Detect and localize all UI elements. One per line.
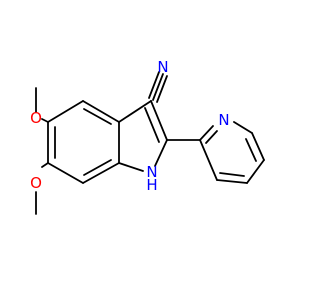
bond-c3a-c4 xyxy=(82,100,120,123)
bond-c7a-n1 xyxy=(118,162,144,172)
atom-nitrile-n: N xyxy=(157,58,168,76)
bond-c6-o xyxy=(41,162,49,168)
bond-c5-o xyxy=(41,118,49,123)
bond-pyr-n-c6 xyxy=(233,121,253,134)
bond-pyr-c6-c5-double xyxy=(245,138,257,162)
atom-pyridine-n: N xyxy=(218,111,229,129)
bonds xyxy=(35,71,265,215)
bond-c3-c2-double xyxy=(144,107,160,143)
bond-pyr-c2-n-double xyxy=(205,130,218,144)
nitrile-triple-bond-3 xyxy=(156,75,168,103)
bond-pyr-c2-n xyxy=(199,125,214,141)
atom-indole-h: H xyxy=(146,176,157,194)
atom-methoxy6-o: O xyxy=(30,174,42,192)
atom-methoxy5-o: O xyxy=(30,109,42,127)
bond-pyr-c4-c3 xyxy=(216,179,248,184)
bond-pyr-c6-c5 xyxy=(251,132,265,161)
bond-pyr-c5-c4 xyxy=(246,159,265,184)
bond-c7-c7a-double xyxy=(83,159,112,176)
atom-labels: N N N H O O xyxy=(30,58,230,194)
atom-indole-n: N xyxy=(146,163,157,181)
bond-c3a-c4-double xyxy=(83,108,112,125)
bond-c7-c7a xyxy=(82,162,120,184)
bond-pyr-c3-c2 xyxy=(199,139,218,181)
bond-c4-c5 xyxy=(47,100,84,123)
bond-pyr-c4-c3-double xyxy=(219,172,245,177)
molecule-drawing: N N N H O O xyxy=(30,58,265,215)
bond-c6-c7 xyxy=(47,162,84,184)
nitrile-triple-bond-2 xyxy=(148,71,160,99)
nitrile-triple-bond xyxy=(152,73,164,101)
bond-c3-c2 xyxy=(150,100,168,141)
bond-c2-n1 xyxy=(154,139,168,167)
bond-c3-c3a xyxy=(118,100,152,123)
